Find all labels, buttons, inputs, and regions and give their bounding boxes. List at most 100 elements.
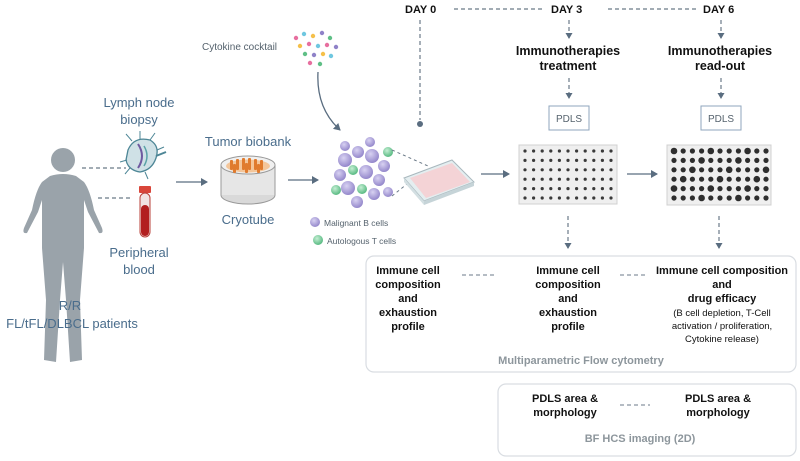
well (717, 186, 723, 192)
cryotube-rack-icon (220, 155, 276, 205)
well (523, 187, 527, 191)
well (609, 187, 613, 191)
well (754, 157, 760, 163)
well (717, 195, 723, 201)
well (592, 149, 596, 153)
well (523, 149, 527, 153)
well (716, 175, 724, 183)
well (575, 196, 579, 200)
well (583, 196, 587, 200)
well (557, 177, 562, 181)
well (726, 176, 732, 182)
well (671, 195, 677, 201)
pdls-label-day6: PDLS (708, 114, 734, 125)
well (689, 186, 696, 192)
blood-label-line2: blood (123, 262, 155, 277)
well (717, 148, 723, 154)
hcs-col2: PDLS area & morphology (685, 393, 751, 419)
well (549, 168, 553, 172)
well (540, 158, 544, 162)
well (600, 158, 605, 162)
hcs-imaging-panel (497, 383, 797, 457)
well (523, 168, 527, 172)
well (754, 148, 760, 154)
well (600, 187, 605, 191)
day3-label: DAY 3 (551, 4, 582, 16)
well (609, 149, 613, 153)
well (671, 157, 677, 163)
well (680, 148, 686, 154)
well (717, 167, 723, 173)
well (689, 157, 696, 163)
flow-col2: Immune cell composition and exhaustion p… (535, 265, 601, 333)
well (753, 175, 761, 183)
well (592, 196, 596, 200)
well (566, 177, 570, 181)
well (600, 177, 605, 181)
svg-text:composition: composition (535, 279, 601, 291)
well (540, 168, 544, 172)
well (698, 157, 705, 164)
svg-text:exhaustion: exhaustion (379, 307, 437, 319)
well (540, 187, 544, 191)
zoom-line-top (391, 149, 429, 167)
well (583, 187, 587, 191)
well (680, 186, 686, 192)
well (725, 166, 733, 174)
well (566, 149, 570, 153)
readout-title-line2: read-out (695, 59, 746, 73)
legend-autologous: Autologous T cells (327, 236, 396, 246)
well (609, 168, 613, 172)
treatment-title-line2: treatment (540, 59, 598, 73)
svg-text:Immune cell: Immune cell (376, 265, 440, 277)
well (763, 195, 769, 201)
well (754, 195, 760, 201)
blood-tube-icon (139, 186, 151, 238)
svg-text:morphology: morphology (533, 407, 597, 419)
well (600, 149, 605, 153)
well (540, 177, 544, 181)
well-plate-icon (403, 159, 475, 205)
well (726, 157, 732, 163)
well (583, 168, 587, 172)
cell-mixture-icon (331, 137, 393, 208)
well (699, 148, 705, 154)
well (557, 168, 562, 172)
svg-text:and: and (398, 293, 418, 305)
well (745, 176, 751, 182)
well (735, 148, 742, 154)
well (592, 158, 596, 162)
well (735, 194, 742, 202)
svg-text:activation / proliferation,: activation / proliferation, (672, 321, 772, 332)
well (699, 186, 705, 192)
flow-cytometry-panel (365, 255, 797, 373)
well (566, 196, 570, 200)
well (707, 147, 715, 155)
well (557, 196, 562, 200)
well (566, 158, 570, 162)
svg-text:exhaustion: exhaustion (539, 307, 597, 319)
plate-image-day6 (666, 144, 772, 206)
svg-text:composition: composition (375, 279, 441, 291)
hcs-col1: PDLS area & morphology (532, 393, 598, 419)
hcs-caption: BF HCS imaging (2D) (585, 433, 696, 445)
pdls-box-day3 (548, 105, 590, 131)
well (592, 177, 596, 181)
well (745, 195, 751, 201)
well (689, 148, 696, 154)
well (744, 147, 751, 155)
readout-title-line1: Immunotherapies (668, 44, 772, 58)
well (763, 176, 769, 182)
well (680, 167, 686, 173)
well (689, 166, 696, 174)
well (557, 149, 562, 153)
well (540, 196, 544, 200)
well (699, 176, 705, 182)
flow-col3: Immune cell composition and drug efficac… (656, 265, 788, 345)
well (575, 187, 579, 191)
svg-text:(B cell depletion, T-Cell: (B cell depletion, T-Cell (673, 308, 771, 319)
well (532, 187, 536, 191)
well (763, 186, 769, 192)
svg-text:drug efficacy: drug efficacy (688, 293, 757, 305)
